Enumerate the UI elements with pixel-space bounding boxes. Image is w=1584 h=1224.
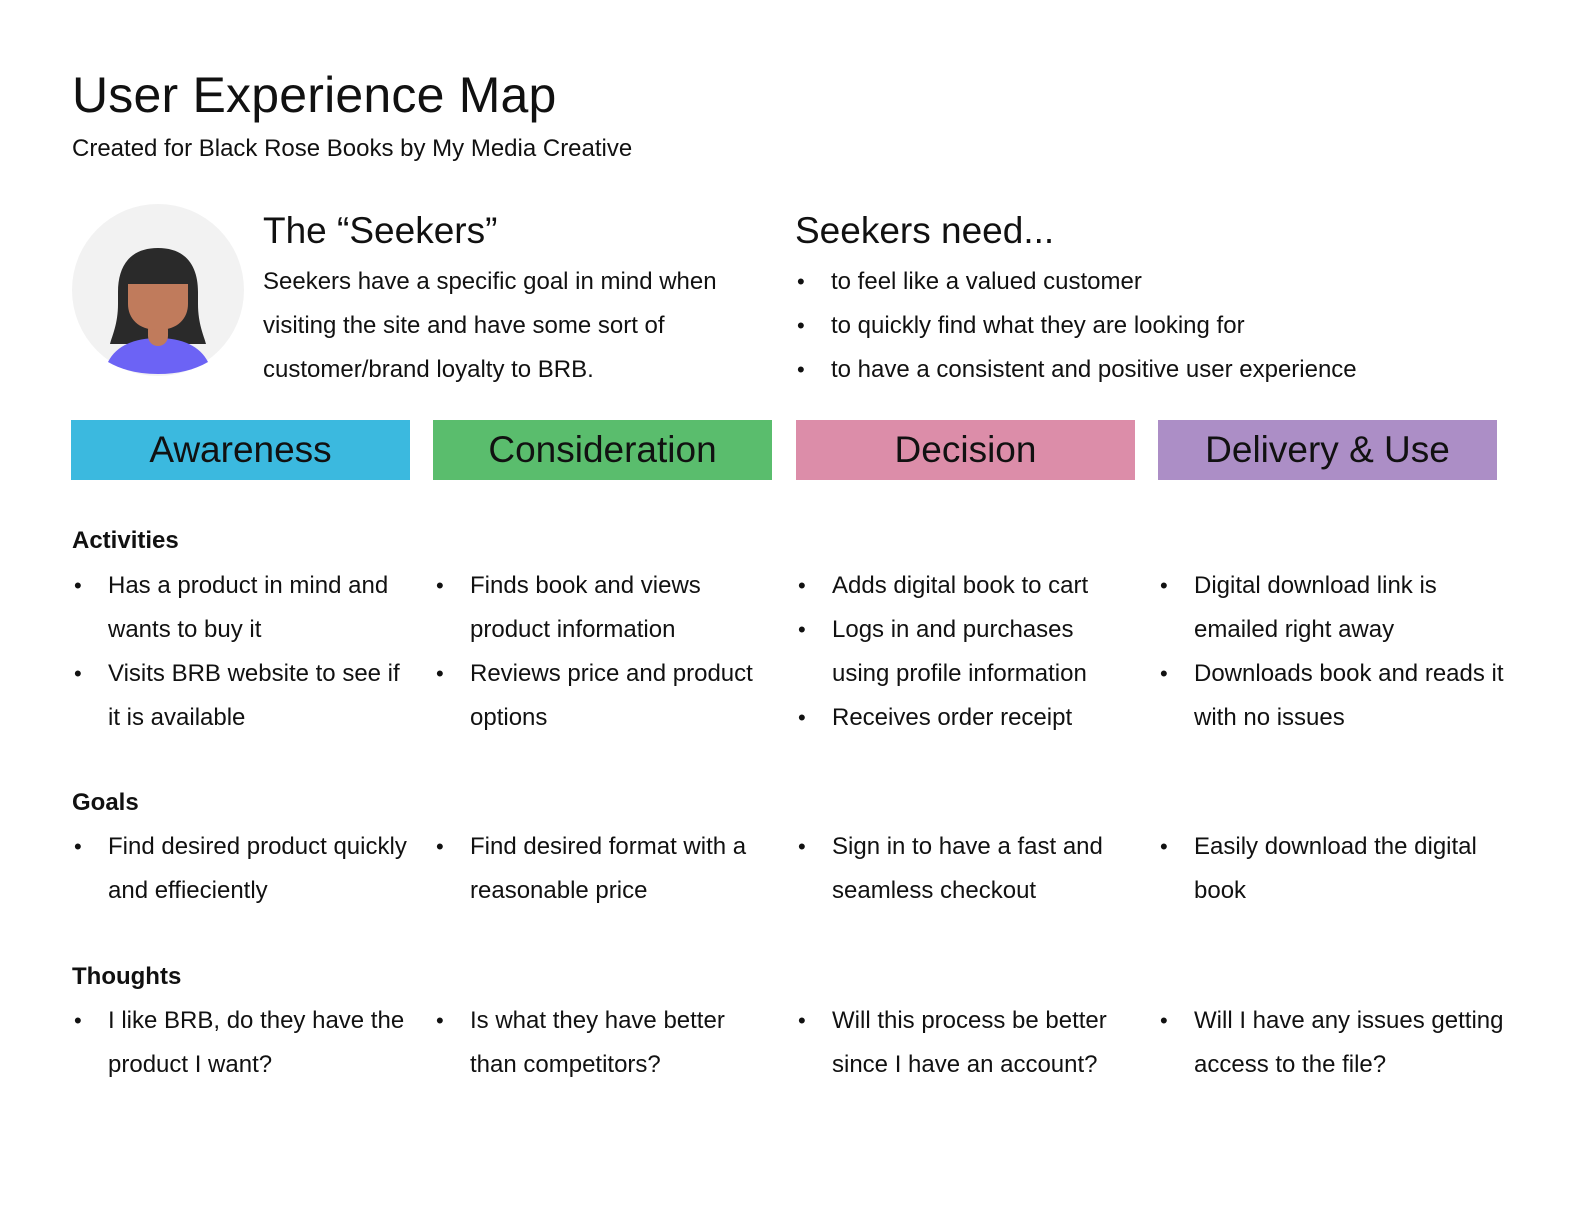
list-item: Will this process be better since I have… xyxy=(796,999,1136,1087)
list-item: Finds book and views product information xyxy=(434,564,774,652)
section-label-activities: Activities xyxy=(72,527,179,554)
list-item: Downloads book and reads it with no issu… xyxy=(1158,652,1508,740)
list-item: Is what they have better than competitor… xyxy=(434,999,774,1087)
thoughts-delivery: Will I have any issues getting access to… xyxy=(1158,999,1508,1087)
goals-delivery: Easily download the digital book xyxy=(1158,825,1508,913)
activities-list: Adds digital book to cart Logs in and pu… xyxy=(796,564,1136,740)
thoughts-awareness: I like BRB, do they have the product I w… xyxy=(72,999,412,1087)
thoughts-list: Will this process be better since I have… xyxy=(796,999,1136,1087)
needs-item: to quickly find what they are looking fo… xyxy=(795,304,1555,348)
goals-awareness: Find desired product quickly and effieci… xyxy=(72,825,412,913)
avatar-bangs xyxy=(122,252,194,284)
goals-list: Easily download the digital book xyxy=(1158,825,1508,913)
thoughts-consideration: Is what they have better than competitor… xyxy=(434,999,774,1087)
goals-consideration: Find desired format with a reasonable pr… xyxy=(434,825,774,913)
activities-decision: Adds digital book to cart Logs in and pu… xyxy=(796,564,1136,740)
list-item: Sign in to have a fast and seamless chec… xyxy=(796,825,1136,913)
page-subtitle: Created for Black Rose Books by My Media… xyxy=(72,135,633,162)
goals-list: Find desired format with a reasonable pr… xyxy=(434,825,774,913)
goals-decision: Sign in to have a fast and seamless chec… xyxy=(796,825,1136,913)
list-item: Adds digital book to cart xyxy=(796,564,1136,608)
needs-item: to have a consistent and positive user e… xyxy=(795,348,1555,392)
list-item: Reviews price and product options xyxy=(434,652,774,740)
list-item: Find desired format with a reasonable pr… xyxy=(434,825,774,913)
stage-label: Awareness xyxy=(149,429,332,470)
needs-heading: Seekers need... xyxy=(795,210,1055,251)
goals-list: Find desired product quickly and effieci… xyxy=(72,825,412,913)
needs-block: Seekers need... to feel like a valued cu… xyxy=(795,210,1555,392)
stage-header-row: Awareness Consideration Decision Deliver… xyxy=(71,420,1497,480)
persona-heading: The “Seekers” xyxy=(263,210,498,251)
page-title: User Experience Map xyxy=(72,67,557,123)
stage-label: Delivery & Use xyxy=(1205,429,1450,470)
thoughts-list: Will I have any issues getting access to… xyxy=(1158,999,1508,1087)
goals-list: Sign in to have a fast and seamless chec… xyxy=(796,825,1136,913)
activities-list: Finds book and views product information… xyxy=(434,564,774,740)
persona-avatar-icon xyxy=(72,204,244,376)
list-item: Visits BRB website to see if it is avail… xyxy=(72,652,412,740)
list-item: Receives order receipt xyxy=(796,696,1136,740)
stage-decision: Decision xyxy=(796,420,1135,480)
activities-consideration: Finds book and views product information… xyxy=(434,564,774,740)
stage-delivery-use: Delivery & Use xyxy=(1158,420,1497,480)
list-item: Logs in and purchases using profile info… xyxy=(796,608,1136,696)
stage-awareness: Awareness xyxy=(71,420,410,480)
needs-item: to feel like a valued customer xyxy=(795,260,1555,304)
section-label-goals: Goals xyxy=(72,789,139,816)
section-label-thoughts: Thoughts xyxy=(72,963,182,990)
activities-awareness: Has a product in mind and wants to buy i… xyxy=(72,564,412,740)
thoughts-list: I like BRB, do they have the product I w… xyxy=(72,999,412,1087)
stage-consideration: Consideration xyxy=(433,420,772,480)
stage-label: Consideration xyxy=(488,429,717,470)
list-item: Easily download the digital book xyxy=(1158,825,1508,913)
thoughts-decision: Will this process be better since I have… xyxy=(796,999,1136,1087)
list-item: I like BRB, do they have the product I w… xyxy=(72,999,412,1087)
thoughts-list: Is what they have better than competitor… xyxy=(434,999,774,1087)
list-item: Will I have any issues getting access to… xyxy=(1158,999,1508,1087)
stage-label: Decision xyxy=(894,429,1037,470)
avatar-shirt xyxy=(108,338,208,374)
persona-block: The “Seekers” Seekers have a specific go… xyxy=(263,210,783,392)
persona-description: Seekers have a specific goal in mind whe… xyxy=(263,268,717,383)
needs-list: to feel like a valued customer to quickl… xyxy=(795,260,1555,392)
list-item: Has a product in mind and wants to buy i… xyxy=(72,564,412,652)
activities-delivery: Digital download link is emailed right a… xyxy=(1158,564,1508,740)
activities-list: Has a product in mind and wants to buy i… xyxy=(72,564,412,740)
avatar-face xyxy=(128,284,188,330)
list-item: Digital download link is emailed right a… xyxy=(1158,564,1508,652)
list-item: Find desired product quickly and effieci… xyxy=(72,825,412,913)
activities-list: Digital download link is emailed right a… xyxy=(1158,564,1508,740)
